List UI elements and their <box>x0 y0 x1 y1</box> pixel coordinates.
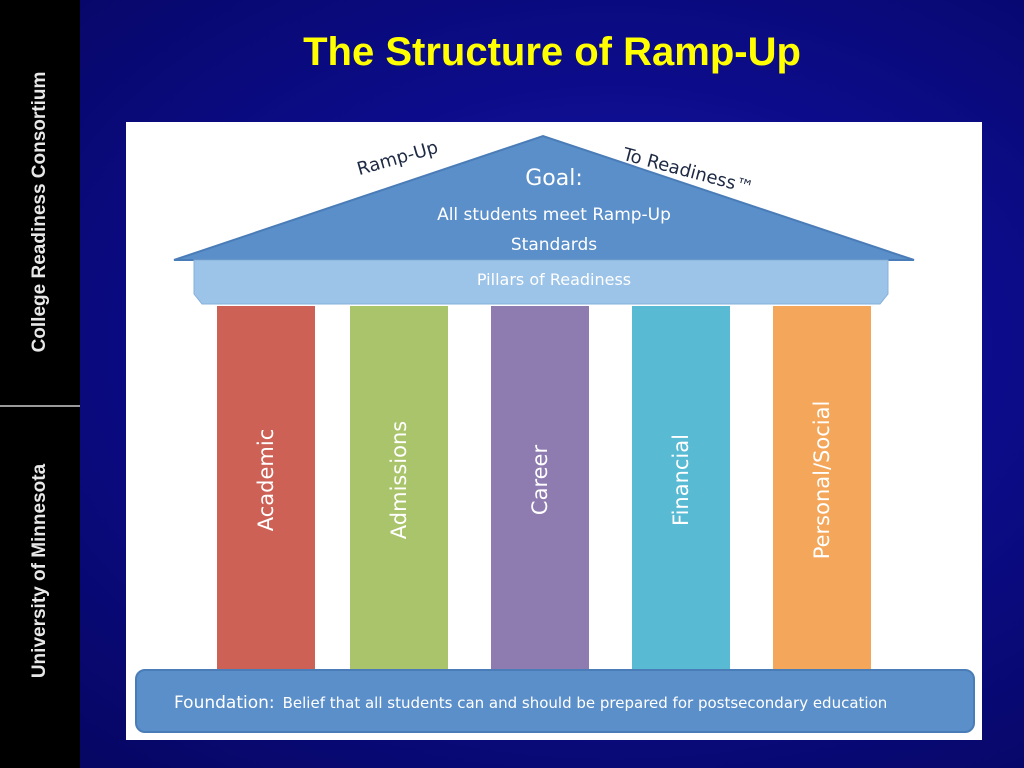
foundation-description: Belief that all students can and should … <box>282 694 888 712</box>
pillar-admissions <box>350 306 448 670</box>
pillar-label-personal-social: Personal/Social <box>810 400 834 560</box>
beam-label: Pillars of Readiness <box>476 270 632 289</box>
pillar-label-admissions: Admissions <box>387 420 411 540</box>
goal-text: All students meet Ramp-Up Standards <box>126 200 982 260</box>
pillar-personal-social <box>773 306 871 670</box>
sidebar-divider <box>0 405 80 407</box>
pillar-label-academic: Academic <box>254 428 278 532</box>
sidebar: College Readiness Consortium University … <box>0 0 80 768</box>
university-label: University of Minnesota <box>29 463 50 679</box>
pillar-financial <box>632 306 730 670</box>
pillar-label-career: Career <box>528 444 552 516</box>
foundation-slab <box>135 669 975 733</box>
pillars-diagram: Ramp-Up To Readiness™ Goal: All students… <box>126 122 982 740</box>
foundation-text: Foundation: Belief that all students can … <box>174 693 887 713</box>
foundation-label: Foundation: <box>174 693 275 713</box>
consortium-label: College Readiness Consortium <box>29 71 50 353</box>
goal-text-body: All students meet Ramp-Up Standards <box>437 205 671 255</box>
pillar-career <box>491 306 589 670</box>
diagram-graphics <box>135 134 975 733</box>
slide-title: The Structure of Ramp-Up <box>303 30 801 74</box>
pillar-label-financial: Financial <box>669 434 693 526</box>
pillars-beam <box>193 259 889 305</box>
pillar-academic <box>217 306 315 670</box>
goal-title: Goal: <box>525 166 583 191</box>
